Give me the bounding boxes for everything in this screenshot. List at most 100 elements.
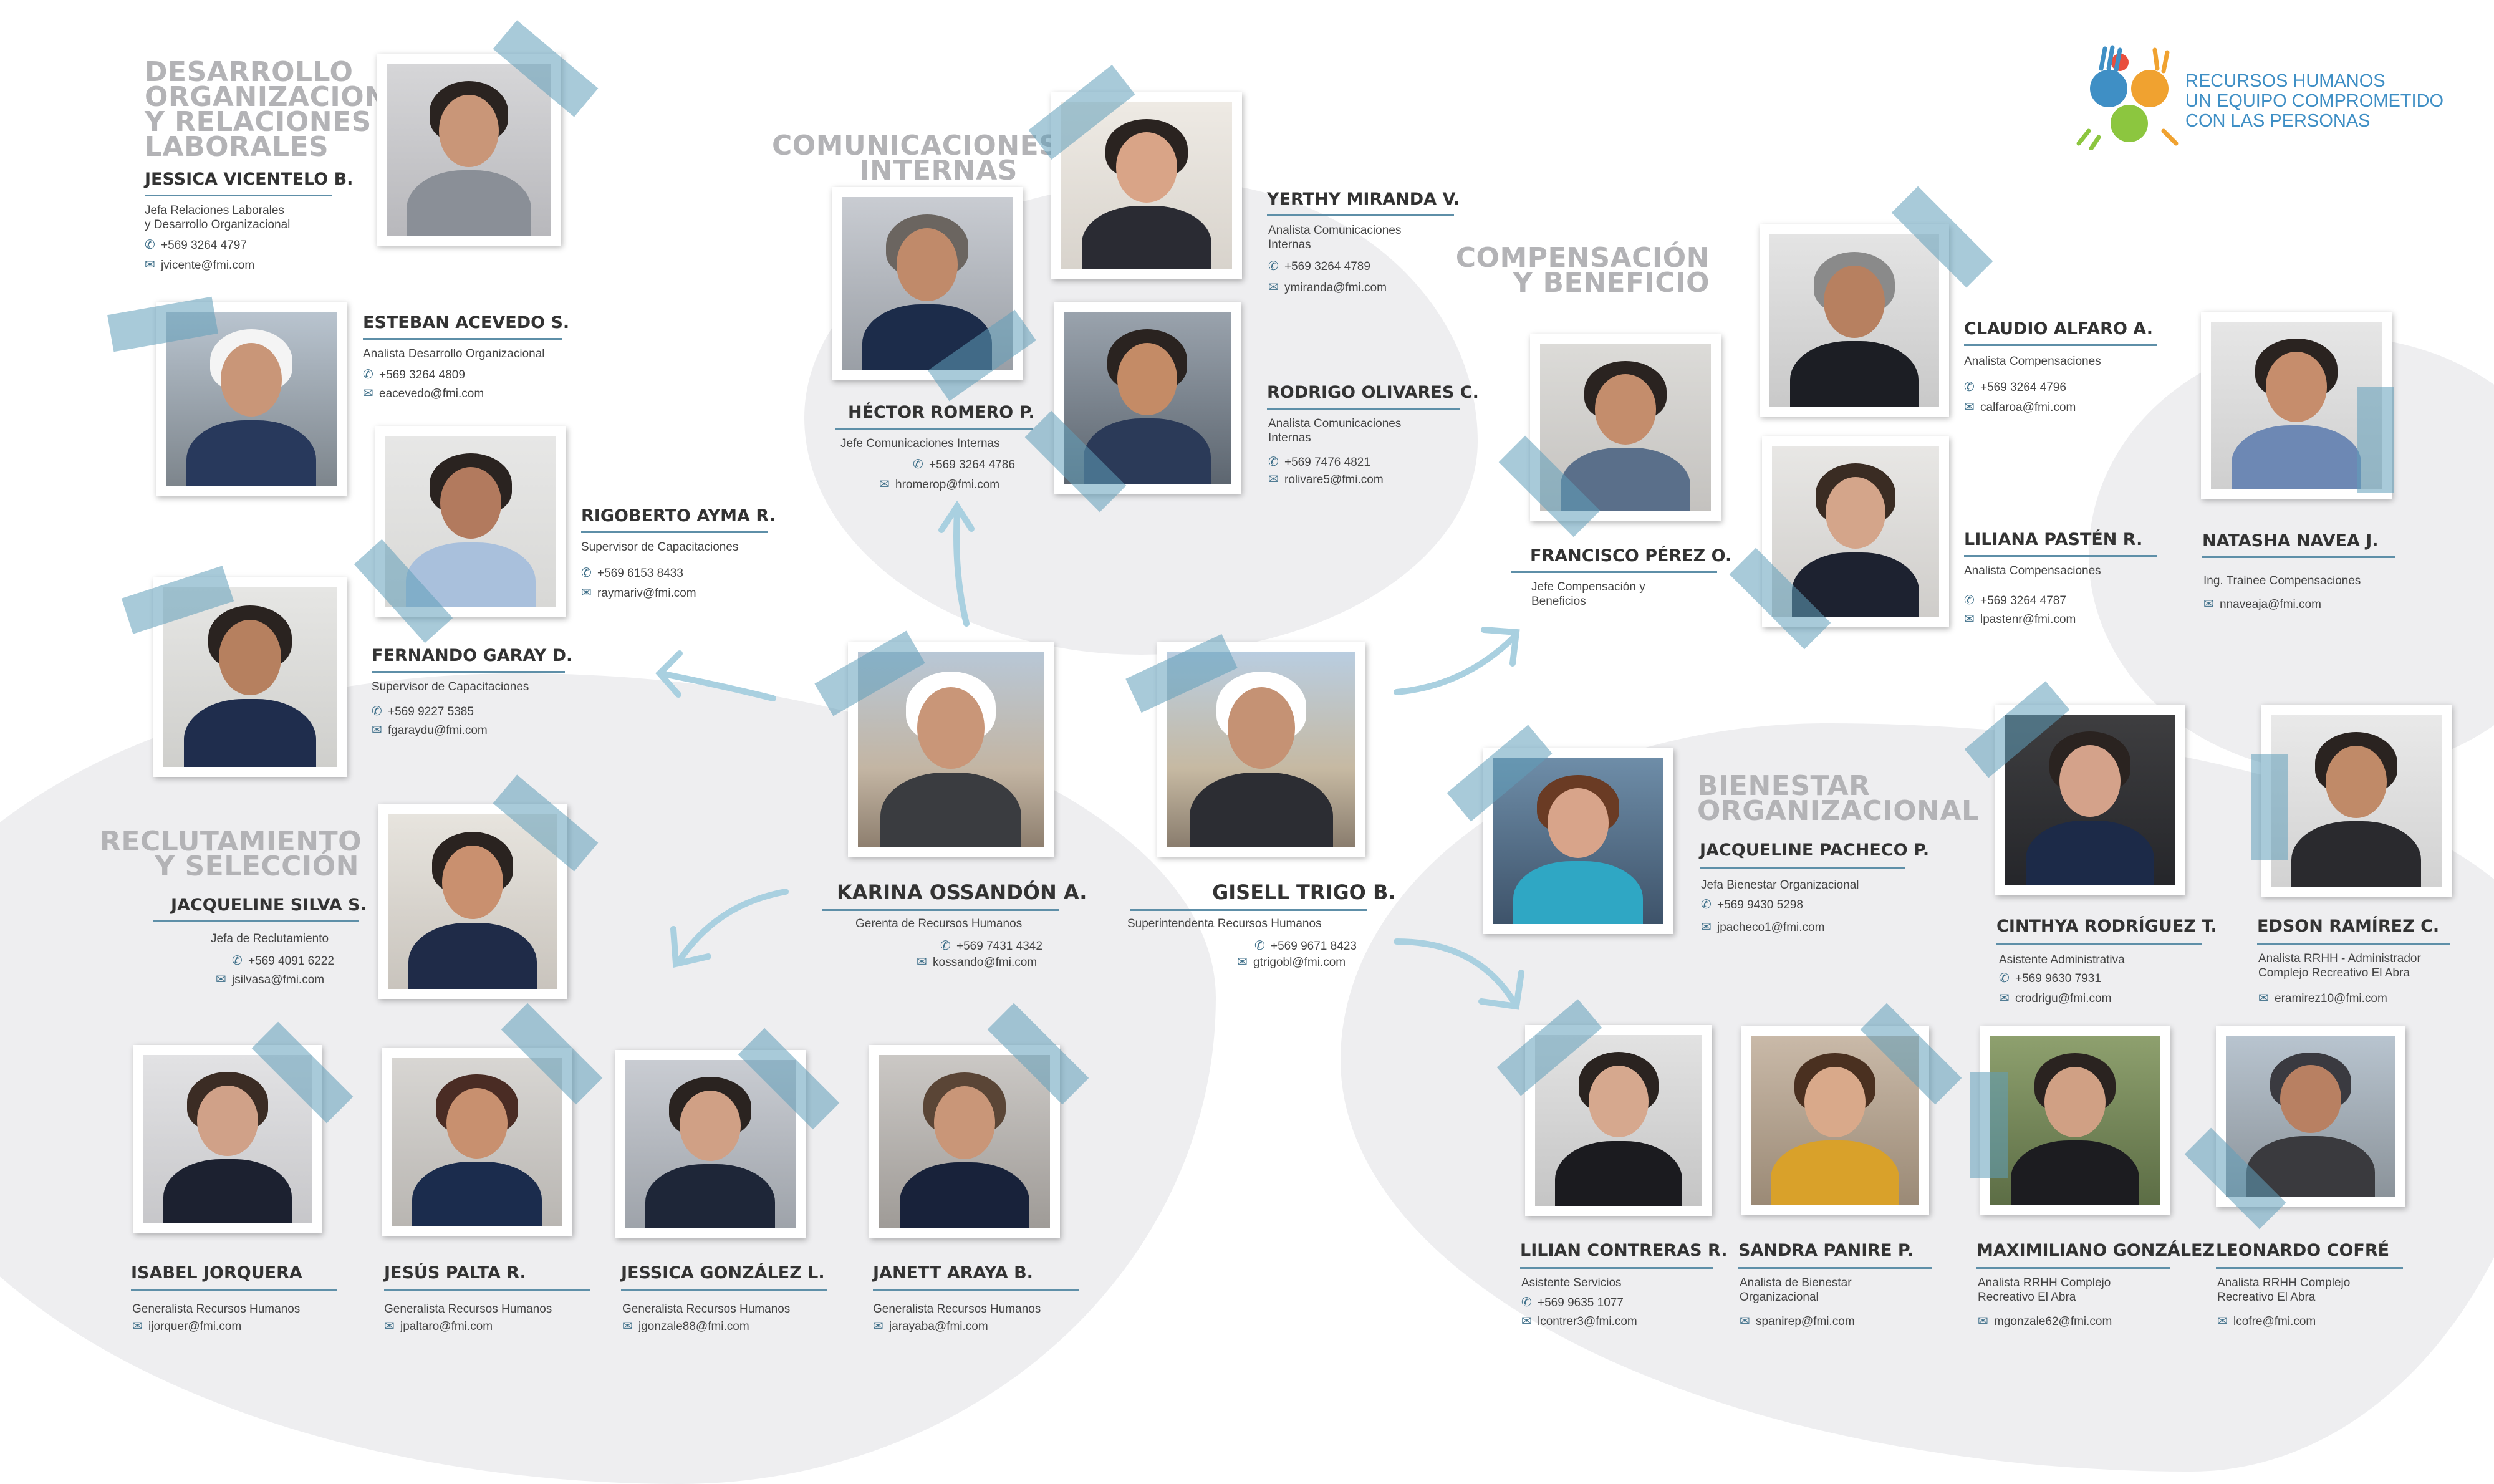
person-email[interactable]: ✉gtrigobl@fmi.com xyxy=(1237,955,1346,969)
person-name: JESSICA GONZÁLEZ L. xyxy=(621,1263,825,1283)
email-icon: ✉ xyxy=(1268,473,1279,486)
name-underline xyxy=(363,338,562,340)
tape-decoration xyxy=(2251,754,2288,860)
person-email[interactable]: ✉jgonzale88@fmi.com xyxy=(622,1319,749,1333)
person-email[interactable]: ✉lcontrer3@fmi.com xyxy=(1521,1314,1637,1328)
photo-liliana-pasten xyxy=(1762,436,1949,627)
arrow-right-bienestar xyxy=(1394,938,1524,1010)
person-email[interactable]: ✉mgonzale62@fmi.com xyxy=(1978,1314,2112,1328)
photo-fernando-garay xyxy=(153,577,347,777)
name-underline xyxy=(131,1289,337,1291)
name-underline xyxy=(384,1289,590,1291)
logo-hands-icon xyxy=(2076,45,2179,150)
phone-icon: ✆ xyxy=(145,238,155,252)
person-role: Jefa de Reclutamiento xyxy=(211,932,329,945)
person-role: Analista RRHH Complejo Recreativo El Abr… xyxy=(2217,1276,2351,1304)
person-phone: ✆+569 3264 4786 xyxy=(913,458,1015,471)
phone-icon: ✆ xyxy=(1254,939,1265,953)
phone-icon: ✆ xyxy=(1999,971,2010,985)
person-role: Gerenta de Recursos Humanos xyxy=(855,917,1023,930)
person-email[interactable]: ✉spanirep@fmi.com xyxy=(1740,1314,1855,1328)
name-underline xyxy=(2216,1267,2403,1269)
phone-icon: ✆ xyxy=(1964,380,1975,394)
name-underline xyxy=(1996,943,2202,945)
person-email[interactable]: ✉raymariv@fmi.com xyxy=(581,586,696,600)
person-email[interactable]: ✉calfaroa@fmi.com xyxy=(1964,400,2076,414)
arrow-left-reclutamiento xyxy=(670,889,789,968)
person-phone: ✆+569 4091 6222 xyxy=(232,954,334,968)
person-email[interactable]: ✉lcofre@fmi.com xyxy=(2217,1314,2316,1328)
person-email[interactable]: ✉lpastenr@fmi.com xyxy=(1964,612,2076,626)
phone-icon: ✆ xyxy=(1521,1296,1532,1309)
person-email[interactable]: ✉jsilvasa@fmi.com xyxy=(216,973,325,986)
person-phone: ✆+569 6153 8433 xyxy=(581,566,683,580)
person-name: JESSICA VICENTELO B. xyxy=(145,170,354,189)
photo-jesus-palta xyxy=(382,1048,572,1236)
person-email[interactable]: ✉kossando@fmi.com xyxy=(917,955,1038,969)
person-email[interactable]: ✉ijorquer@fmi.com xyxy=(132,1319,242,1333)
person-email[interactable]: ✉jarayaba@fmi.com xyxy=(873,1319,988,1333)
person-phone: ✆+569 3264 4789 xyxy=(1268,259,1370,273)
person-role: Generalista Recursos Humanos xyxy=(622,1303,791,1316)
person-phone: ✆+569 7476 4821 xyxy=(1268,455,1370,469)
person-email[interactable]: ✉nnaveaja@fmi.com xyxy=(2203,597,2321,611)
email-icon: ✉ xyxy=(363,387,373,400)
email-icon: ✉ xyxy=(1964,400,1975,414)
person-role: Asistente Administrativa xyxy=(1999,953,2125,966)
email-icon: ✉ xyxy=(581,586,592,600)
person-name: RIGOBERTO AYMA R. xyxy=(581,506,776,526)
person-email[interactable]: ✉eramirez10@fmi.com xyxy=(2258,991,2387,1005)
person-role: Superintendenta Recursos Humanos xyxy=(1127,917,1322,930)
photo-edson-ramirez xyxy=(2261,705,2452,897)
person-phone: ✆+569 3264 4787 xyxy=(1964,594,2066,607)
person-email[interactable]: ✉crodrigu@fmi.com xyxy=(1999,991,2112,1005)
person-name: JACQUELINE SILVA S. xyxy=(171,895,367,915)
person-role: Supervisor de Capacitaciones xyxy=(372,680,529,693)
name-underline xyxy=(581,531,768,533)
person-name: NATASHA NAVEA J. xyxy=(2202,531,2379,551)
photo-jessica-gonzalez xyxy=(615,1050,806,1238)
person-role: Jefa Bienestar Organizacional xyxy=(1701,879,1859,892)
person-phone: ✆+569 3264 4796 xyxy=(1964,380,2066,394)
person-email[interactable]: ✉jpacheco1@fmi.com xyxy=(1701,920,1825,934)
phone-icon: ✆ xyxy=(232,954,243,968)
name-underline xyxy=(873,1289,1079,1291)
phone-icon: ✆ xyxy=(1701,898,1712,912)
phone-icon: ✆ xyxy=(372,705,382,718)
photo-jessica-vicentelo xyxy=(377,54,561,246)
email-icon: ✉ xyxy=(2203,597,2214,611)
person-email[interactable]: ✉jvicente@fmi.com xyxy=(145,258,255,272)
email-icon: ✉ xyxy=(1701,920,1712,934)
email-icon: ✉ xyxy=(132,1319,143,1333)
email-icon: ✉ xyxy=(1521,1314,1532,1328)
person-role: Generalista Recursos Humanos xyxy=(384,1303,552,1316)
person-email[interactable]: ✉hromerop@fmi.com xyxy=(879,478,1000,491)
photo-janett-araya xyxy=(869,1045,1060,1238)
person-role: Analista Comunicaciones Internas xyxy=(1268,224,1402,251)
person-role: Asistente Servicios xyxy=(1521,1276,1622,1289)
person-email[interactable]: ✉ymiranda@fmi.com xyxy=(1268,281,1387,294)
photo-claudio-alfaro xyxy=(1760,224,1949,417)
person-name: CLAUDIO ALFARO A. xyxy=(1964,319,2153,339)
person-email[interactable]: ✉fgaraydu@fmi.com xyxy=(372,723,488,737)
name-underline xyxy=(835,428,1033,430)
person-role: Analista Desarrollo Organizacional xyxy=(363,347,545,360)
person-name: ISABEL JORQUERA xyxy=(131,1263,302,1283)
person-name: RODRIGO OLIVARES C. xyxy=(1267,383,1479,402)
name-underline xyxy=(1738,1267,1932,1269)
person-role: Ing. Trainee Compensaciones xyxy=(2203,574,2361,587)
person-phone: ✆+569 9227 5385 xyxy=(372,705,474,718)
person-email[interactable]: ✉rolivare5@fmi.com xyxy=(1268,473,1384,486)
phone-icon: ✆ xyxy=(581,566,592,580)
phone-icon: ✆ xyxy=(363,368,373,382)
email-icon: ✉ xyxy=(1268,281,1279,294)
logo-line-3: CON LAS PERSONAS xyxy=(2185,111,2371,131)
name-underline xyxy=(1976,1267,2170,1269)
name-underline xyxy=(1964,555,2157,557)
person-role: Supervisor de Capacitaciones xyxy=(581,541,739,554)
person-role: Analista Compensaciones xyxy=(1964,564,2101,577)
person-email[interactable]: ✉jpaltaro@fmi.com xyxy=(384,1319,493,1333)
person-email[interactable]: ✉eacevedo@fmi.com xyxy=(363,387,484,400)
person-role: Analista Comunicaciones Internas xyxy=(1268,417,1402,445)
